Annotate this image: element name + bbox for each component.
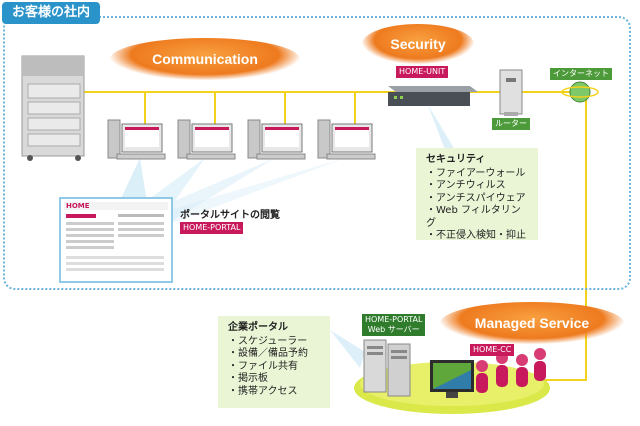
portal-view-label: ポータルサイトの閲覧	[180, 210, 280, 221]
portal-item: スケジューラー	[228, 336, 320, 349]
security-item: 不正侵入検知・抑止	[426, 230, 528, 243]
managed-service-cloud: Managed Service	[440, 302, 624, 344]
office-pc-icon	[177, 119, 236, 160]
office-pc-icon	[247, 119, 306, 160]
portal-screenshot-thumbnail	[59, 197, 173, 283]
monitor-icon	[430, 360, 474, 398]
security-item: Web フィルタリング	[426, 205, 528, 230]
portal-item: ファイル共有	[228, 361, 320, 374]
router-icon	[499, 69, 523, 116]
security-item: アンチスパイウェア	[426, 193, 528, 206]
portal-item: 掲示板	[228, 373, 320, 386]
security-panel-title: セキュリティ	[426, 154, 486, 165]
security-panel: セキュリティ ファイアーウォール アンチウィルス アンチスパイウェア Web フ…	[416, 148, 538, 243]
portal-server-icon	[363, 339, 411, 397]
security-item: アンチウィルス	[426, 180, 528, 193]
home-unit-tag: HOME-UNIT	[396, 66, 449, 78]
portal-panel-title: 企業ポータル	[228, 322, 288, 333]
office-title: お客様の社内	[2, 2, 101, 24]
office-pc-icon	[317, 119, 376, 160]
copier-icon	[21, 55, 85, 161]
portal-server-tag-line2: Web サーバー	[367, 325, 420, 334]
router-tag: ルーター	[492, 118, 530, 130]
home-unit-device-icon	[388, 86, 478, 106]
internet-tag: インターネット	[550, 68, 612, 80]
office-pc-icon	[107, 119, 166, 160]
security-item: ファイアーウォール	[426, 168, 528, 181]
portal-panel: 企業ポータル スケジューラー 設備／備品予約 ファイル共有 掲示板 携帯アクセス	[218, 316, 330, 408]
operator-people-icon	[476, 348, 546, 393]
portal-server-tag: HOME-PORTAL Web サーバー	[362, 314, 426, 336]
communication-cloud: Communication	[110, 38, 300, 80]
security-cloud: Security	[362, 24, 474, 64]
office-boundary	[3, 16, 631, 290]
portal-item: 設備／備品予約	[228, 348, 320, 361]
portal-logo: HOME	[66, 202, 90, 210]
portal-item: 携帯アクセス	[228, 386, 320, 399]
portal-server-tag-line1: HOME-PORTAL	[365, 315, 423, 324]
home-cc-tag: HOME-CC	[470, 344, 515, 356]
home-portal-tag: HOME-PORTAL	[180, 222, 244, 234]
internet-globe-icon	[561, 81, 599, 103]
